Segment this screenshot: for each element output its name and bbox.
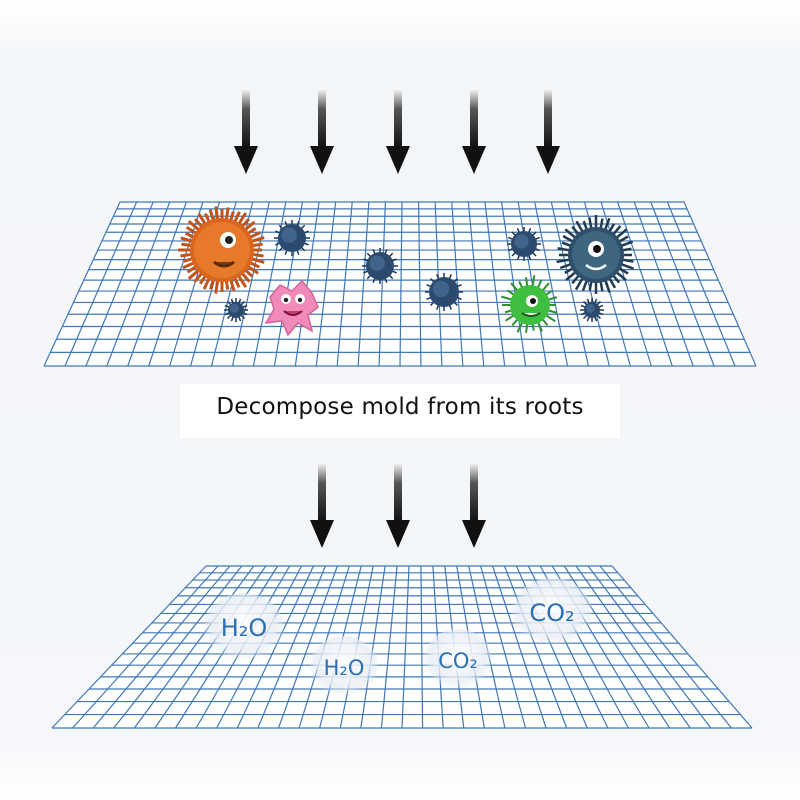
molecule-label: H₂O xyxy=(221,614,268,642)
caption-band xyxy=(180,384,620,438)
green-mold-germ-icon xyxy=(500,275,558,333)
top-arrows xyxy=(234,88,560,174)
molecule-label: H₂O xyxy=(324,656,365,680)
co2-bubble-1: CO₂ xyxy=(424,629,492,689)
caption-text: Decompose mold from its roots xyxy=(216,394,584,420)
h2o-bubble-1: H₂O xyxy=(204,593,284,661)
down-arrow-icon xyxy=(462,88,486,174)
top-mesh xyxy=(43,201,757,367)
down-arrow-icon xyxy=(386,462,410,548)
bottom-mesh xyxy=(51,565,753,729)
molecule-label: CO₂ xyxy=(529,599,574,627)
dark-mold-germ-icon xyxy=(556,215,635,294)
molecule-label: CO₂ xyxy=(438,649,478,673)
orange-mold-germ-icon xyxy=(178,206,265,294)
down-arrow-icon xyxy=(310,88,334,174)
molecule-bubbles: H₂O H₂O CO₂ CO₂ xyxy=(204,578,592,696)
h2o-bubble-2: H₂O xyxy=(310,636,378,696)
virus-particle-icon xyxy=(425,273,463,311)
virus-particle-icon xyxy=(507,227,541,261)
virus-particle-icon xyxy=(362,248,398,284)
virus-particle-icon xyxy=(274,220,310,256)
down-arrow-icon xyxy=(536,88,560,174)
pink-mold-germ-icon xyxy=(264,279,319,337)
virus-particle-icon xyxy=(224,298,248,322)
down-arrow-icon xyxy=(462,462,486,548)
bottom-arrows xyxy=(310,462,486,548)
down-arrow-icon xyxy=(386,88,410,174)
virus-particle-icon xyxy=(580,298,604,322)
mold-germs xyxy=(178,206,635,337)
down-arrow-icon xyxy=(234,88,258,174)
co2-bubble-2: CO₂ xyxy=(512,578,592,646)
down-arrow-icon xyxy=(310,462,334,548)
